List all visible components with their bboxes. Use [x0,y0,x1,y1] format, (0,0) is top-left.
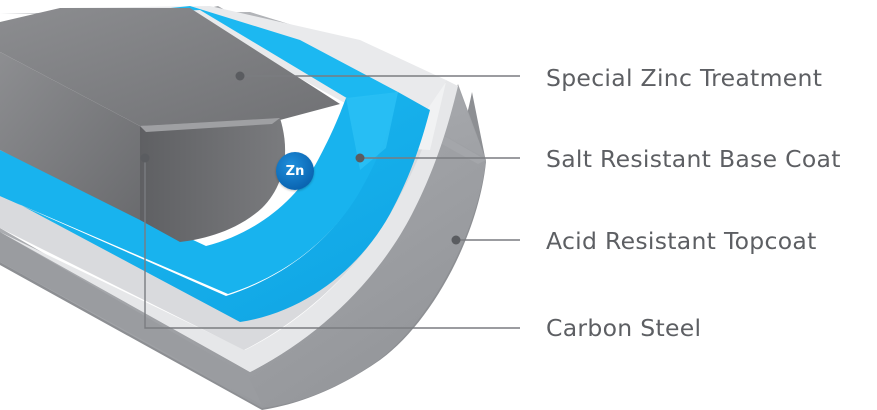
carbon-steel-core [0,8,340,242]
leader-line-carbon [144,158,520,329]
label-salt-resistant-base-coat: Salt Resistant Base Coat [546,145,841,173]
leader-dot-acid [451,235,461,245]
leader-dot-zinc [235,71,245,81]
label-special-zinc-treatment: Special Zinc Treatment [546,64,823,92]
label-carbon-steel: Carbon Steel [546,314,702,342]
salt-resistant-base-coat-layer [0,6,458,372]
zinc-element-badge: Zn [276,152,314,190]
leader-dot-carbon [140,153,150,163]
leader-dot-salt [355,153,365,163]
label-acid-resistant-topcoat: Acid Resistant Topcoat [546,227,817,255]
